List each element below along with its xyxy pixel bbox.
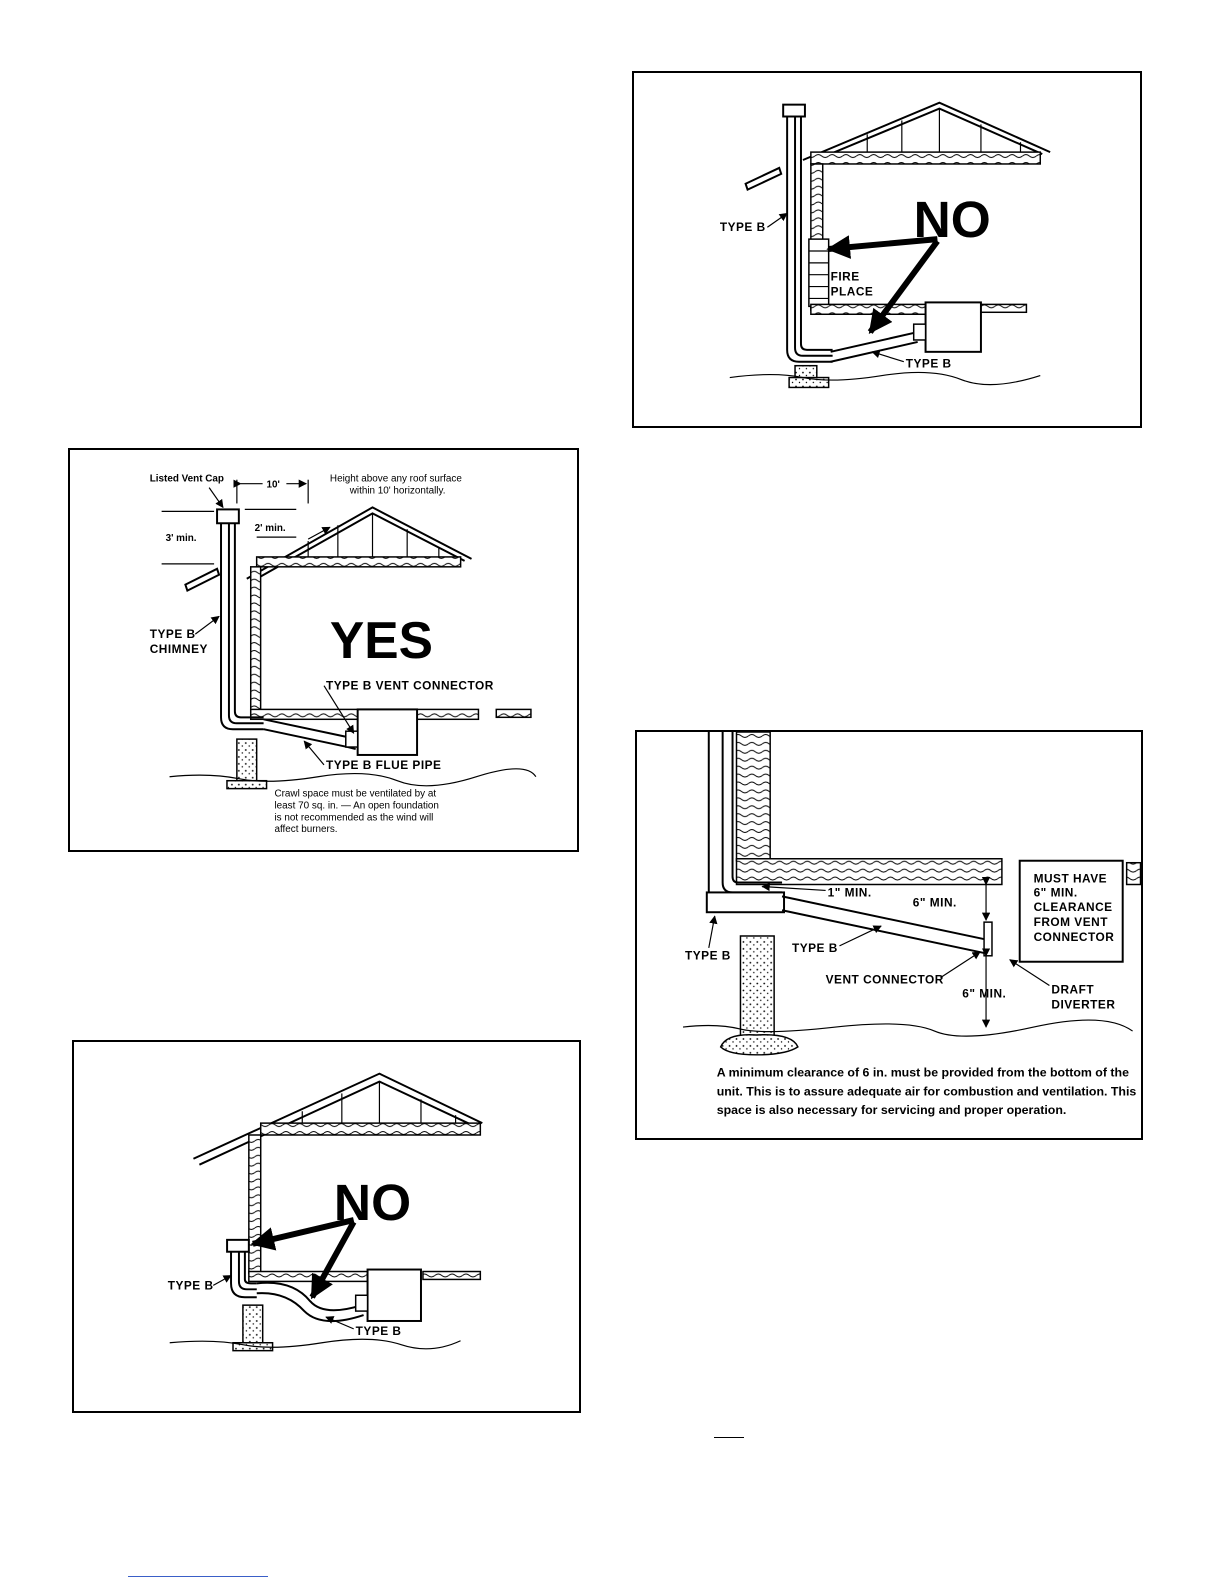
type-b-chimney-label: TYPE B [685, 949, 731, 963]
draft-diverter-label-line-1: DRAFT [1051, 982, 1094, 996]
type-b-pipe-label: TYPE B [792, 941, 838, 955]
dim-3-min: 3' min. [166, 533, 197, 544]
ceiling-joist [810, 151, 1042, 165]
vent-connector-label: TYPE B VENT CONNECTOR [326, 679, 494, 693]
heater-unit [366, 1268, 422, 1322]
vent-cap [216, 508, 240, 525]
vent-cap [226, 1238, 250, 1253]
clearance-diagram: 1" MIN. 6" MIN. MUST HAVE 6" MIN. CLEARA… [682, 732, 1141, 1117]
footer-link-underline [128, 1576, 268, 1577]
exterior-wall [248, 1134, 262, 1275]
crawl-note-line-2: least 70 sq. in. — An open foundation [274, 800, 438, 811]
roof-outline [246, 506, 472, 580]
draft-diverter [983, 921, 993, 957]
height-note-line-2: within 10' horizontally. [349, 486, 446, 497]
no-arrow-fireplace [826, 235, 938, 259]
type-b-chimney-label: TYPE B [720, 220, 766, 234]
no-arrow-cap [250, 1217, 355, 1251]
heater-unit [356, 708, 419, 756]
exterior-wall [735, 732, 771, 862]
no-fireplace-diagram: TYPE B NO FIRE PLACE TYPE B [720, 101, 1051, 389]
roof-outline [802, 101, 1051, 161]
one-inch-min-label: 1" MIN. [828, 885, 872, 899]
type-b-chimney-label: TYPE B [168, 1278, 214, 1292]
ground-line [729, 371, 1041, 386]
fireplace [808, 238, 830, 308]
ground-line [169, 1338, 461, 1350]
diagram-no-low-panel: NO TYPE B TYPE B [72, 1040, 581, 1413]
six-inch-min-top-label: 6" MIN. [913, 895, 957, 909]
exterior-wall [249, 566, 262, 717]
vent-cap-label: Listed Vent Cap [150, 474, 224, 485]
roof-outline [193, 1072, 483, 1160]
caption-line-3: space is also necessary for servicing an… [717, 1103, 1067, 1117]
dim-2-min: 2' min. [255, 523, 286, 534]
fireplace-label-line-2: PLACE [831, 284, 874, 298]
verdict-no: NO [914, 190, 991, 248]
floor [248, 1270, 369, 1283]
ceiling-joist [259, 1122, 482, 1136]
ground-line [682, 1019, 1133, 1037]
caption-line-1: A minimum clearance of 6 in. must be pro… [717, 1066, 1129, 1080]
crawl-note-line-1: Crawl space must be ventilated by at [274, 789, 436, 800]
chimney-elbow [705, 891, 786, 914]
box-line-4: FROM VENT [1034, 915, 1109, 929]
foundation-pier [242, 1304, 264, 1346]
draft-diverter-label-line-2: DIVERTER [1051, 997, 1115, 1011]
six-inch-min-bottom-label: 6" MIN. [962, 986, 1006, 1000]
fireplace-label-line-1: FIRE [831, 270, 860, 284]
diagram-no-fireplace-panel: TYPE B NO FIRE PLACE TYPE B [632, 71, 1142, 428]
floor [810, 303, 929, 316]
box-line-2: 6" MIN. [1034, 885, 1078, 899]
chimney-label-line-2: CHIMNEY [150, 642, 208, 656]
clearance-note-box [1018, 859, 1124, 963]
dim-10-ft: 10' [267, 480, 280, 491]
box-line-5: CONNECTOR [1034, 930, 1115, 944]
no-arrow-pipe [867, 239, 940, 334]
vent-connector-label: VENT CONNECTOR [826, 973, 944, 987]
no-low-cap-diagram: NO TYPE B TYPE B [168, 1072, 483, 1352]
ground-line [169, 768, 537, 787]
heater-unit [924, 301, 982, 353]
chimney-label-line-1: TYPE B [150, 627, 196, 641]
box-line-3: CLEARANCE [1034, 900, 1113, 914]
foundation-pier [236, 738, 258, 784]
short-rule [714, 1437, 744, 1438]
caption-line-2: unit. This is to assure adequate air for… [717, 1084, 1137, 1098]
box-line-1: MUST HAVE [1034, 872, 1108, 886]
type-b-pipe-label: TYPE B [356, 1324, 402, 1338]
height-note-line-1: Height above any roof surface [330, 474, 462, 485]
diagram-clearance-panel: 1" MIN. 6" MIN. MUST HAVE 6" MIN. CLEARA… [635, 730, 1143, 1140]
floor [735, 858, 1003, 886]
crawl-note-line-3: is not recommended as the wind will [274, 812, 433, 823]
ceiling-joist [255, 556, 462, 568]
yes-diagram: Listed Vent Cap 10' Height above any roo… [150, 474, 537, 835]
verdict-yes: YES [330, 611, 433, 669]
no-arrow-pipe [309, 1220, 357, 1300]
flue-pipe-label: TYPE B FLUE PIPE [326, 758, 441, 772]
verdict-no: NO [334, 1173, 411, 1231]
foundation-pier [739, 935, 775, 1040]
diagram-yes-panel: Listed Vent Cap 10' Height above any roo… [68, 448, 579, 852]
type-b-pipe-label: TYPE B [906, 357, 952, 371]
vent-cap [782, 103, 806, 118]
crawl-note-line-4: affect burners. [274, 824, 337, 835]
